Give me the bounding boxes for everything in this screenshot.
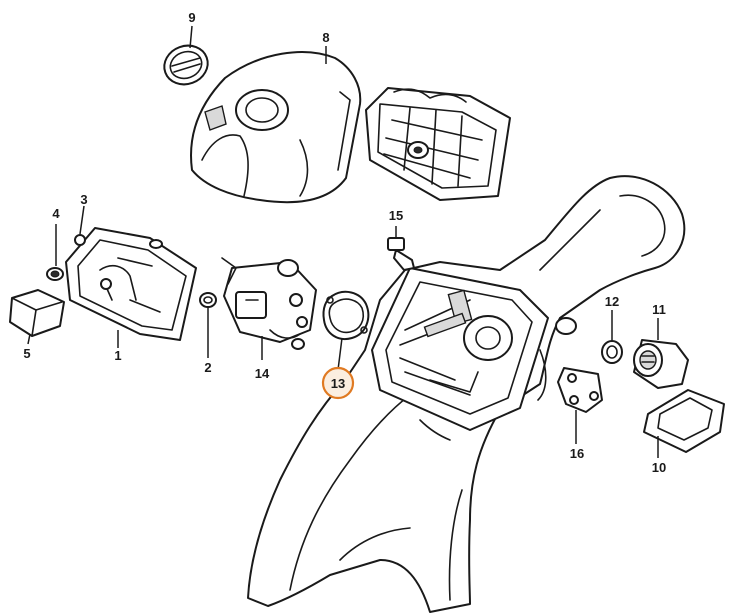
label-13: 13	[331, 376, 345, 391]
cap-part	[163, 44, 209, 86]
shroud-part	[190, 51, 362, 204]
label-4: 4	[52, 206, 60, 221]
label-14: 14	[255, 366, 270, 381]
label-16: 16	[570, 446, 584, 461]
label-3: 3	[80, 192, 87, 207]
label-10: 10	[652, 460, 666, 475]
cover-plate-part	[643, 389, 725, 453]
carburetor-part	[221, 257, 317, 350]
plug-part	[387, 237, 415, 271]
label-15: 15	[389, 208, 403, 223]
label-9: 9	[188, 10, 195, 25]
label-2: 2	[204, 360, 211, 375]
part-labels: 9 8 3 4 5 1 2 14 13 15 12 11 10 16	[23, 10, 666, 475]
nut-part	[46, 267, 64, 281]
handle-housing	[247, 175, 686, 613]
label-5: 5	[23, 346, 30, 361]
label-12: 12	[605, 294, 619, 309]
label-11: 11	[652, 302, 666, 317]
ring-part	[601, 340, 623, 364]
small-ring-part	[74, 234, 86, 246]
air-filter-part	[365, 87, 511, 201]
foam-block-part	[9, 289, 65, 337]
label-1: 1	[114, 348, 121, 363]
filter-base-part	[65, 227, 197, 341]
bracket-part	[557, 367, 603, 413]
gasket-part	[322, 290, 370, 340]
label-8: 8	[322, 30, 329, 45]
highlight-circle	[321, 366, 355, 400]
grommet-part	[633, 339, 689, 389]
sleeve-part	[199, 292, 217, 308]
leader-lines	[27, 25, 659, 458]
